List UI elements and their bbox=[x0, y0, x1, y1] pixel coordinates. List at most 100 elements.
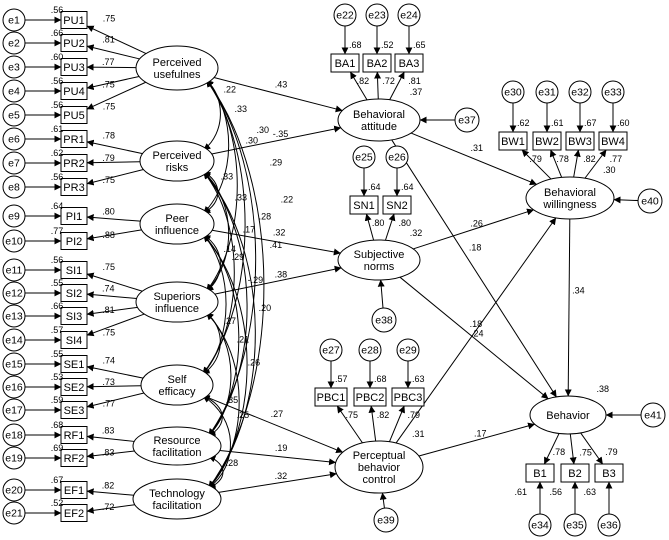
error-e18 bbox=[2, 423, 26, 447]
loading-label: .80 bbox=[372, 218, 385, 228]
loading-label: .74 bbox=[102, 284, 115, 294]
error-e12 bbox=[2, 281, 26, 305]
correlation-label: .30 bbox=[257, 125, 270, 135]
r-squared-label: .62 bbox=[517, 118, 530, 128]
error-e5 bbox=[2, 103, 26, 127]
latent-label: risks bbox=[166, 162, 189, 174]
disturbance-e40 bbox=[637, 188, 663, 214]
disturbance-label: e39 bbox=[377, 515, 395, 527]
loading-label: .72 bbox=[382, 76, 395, 86]
latent-label: Behavioral bbox=[544, 187, 596, 199]
correlation-label: .27 bbox=[224, 316, 237, 326]
r-squared-label: .56 bbox=[51, 255, 64, 265]
path-coefficient: .19 bbox=[275, 443, 288, 453]
loading-label: .75 bbox=[102, 80, 115, 90]
indicator-pbc2 bbox=[353, 387, 387, 407]
loading-label: .75 bbox=[103, 13, 116, 23]
indicator-label: EF1 bbox=[64, 485, 84, 497]
latent-label: Perceived bbox=[153, 150, 202, 162]
r-squared-label: .77 bbox=[51, 226, 64, 236]
indicator-label: SN2 bbox=[386, 200, 407, 212]
loading-label: .88 bbox=[102, 230, 115, 240]
indicator-si4 bbox=[60, 331, 88, 349]
indicator-label: SI4 bbox=[66, 335, 83, 347]
error-e2 bbox=[2, 31, 26, 55]
latent-label: influence bbox=[155, 303, 199, 315]
r-squared-label: .57 bbox=[51, 325, 64, 335]
error-label: e11 bbox=[6, 265, 23, 277]
indicator-label: PU2 bbox=[63, 38, 84, 50]
error-label: e5 bbox=[8, 110, 20, 122]
loading-arrow bbox=[86, 488, 134, 496]
loading-arrow bbox=[374, 71, 382, 100]
error-e20 bbox=[2, 478, 26, 502]
edges-layer bbox=[25, 16, 641, 517]
correlation-label: .26 bbox=[248, 358, 261, 368]
error-label: e33 bbox=[604, 87, 622, 99]
correlation-label: .29 bbox=[232, 252, 245, 262]
loading-label: .82 bbox=[583, 154, 596, 164]
loading-label: .81 bbox=[408, 76, 421, 86]
loading-label: .80 bbox=[102, 207, 115, 217]
indicator-sn1 bbox=[349, 195, 379, 215]
loading-label: .82 bbox=[377, 410, 390, 420]
loading-arrow bbox=[86, 25, 147, 55]
error-label: e25 bbox=[355, 152, 373, 164]
r-squared-label: .61 bbox=[51, 124, 64, 134]
loading-arrow bbox=[368, 405, 377, 442]
loading-arrow bbox=[86, 81, 146, 110]
loading-label: .75 bbox=[579, 447, 592, 457]
loading-arrow bbox=[349, 71, 368, 101]
latent-label: efficacy bbox=[158, 386, 196, 398]
latent-pr bbox=[139, 140, 215, 182]
latent-pbc bbox=[334, 440, 424, 494]
indicator-pu1 bbox=[60, 11, 88, 29]
path-coefficient: .26 bbox=[470, 218, 483, 228]
loading-label: .79 bbox=[102, 153, 115, 163]
path-sn-b bbox=[399, 276, 549, 400]
indicator-label: PR1 bbox=[63, 134, 84, 146]
r-squared-label: .56 bbox=[549, 487, 562, 497]
error-label: e27 bbox=[322, 345, 340, 357]
loading-label: .77 bbox=[102, 57, 115, 67]
correlation-arc bbox=[206, 312, 240, 489]
r-squared-label: .56 bbox=[51, 5, 64, 15]
r-squared-label: .66 bbox=[51, 301, 64, 311]
error-e26 bbox=[385, 145, 409, 169]
latent-label: Self bbox=[168, 374, 188, 386]
indicator-bw4 bbox=[598, 131, 628, 151]
path-pbc-b bbox=[418, 422, 536, 457]
error-e19 bbox=[2, 446, 26, 470]
error-label: e32 bbox=[571, 87, 589, 99]
indicator-label: BA1 bbox=[335, 58, 356, 70]
loading-label: .82 bbox=[357, 76, 370, 86]
latent-si bbox=[135, 281, 219, 323]
error-label: e22 bbox=[336, 10, 354, 22]
correlation-label: .22 bbox=[281, 194, 294, 204]
loading-label: .75 bbox=[103, 175, 116, 185]
r-squared-label: .55 bbox=[51, 349, 64, 359]
indicator-label: PI2 bbox=[66, 236, 83, 248]
indicator-label: SI2 bbox=[66, 288, 83, 300]
error-e16 bbox=[2, 375, 26, 399]
loading-arrow bbox=[364, 213, 375, 241]
indicator-label: BW3 bbox=[568, 136, 592, 148]
loading-arrow bbox=[86, 272, 143, 292]
loading-arrow bbox=[569, 433, 577, 465]
error-label: e6 bbox=[8, 134, 20, 146]
path-bw-b bbox=[564, 218, 572, 397]
error-e34 bbox=[528, 513, 552, 537]
loading-arrow bbox=[86, 392, 145, 409]
loading-arrow bbox=[86, 291, 137, 299]
latent-label: influence bbox=[155, 225, 199, 237]
latent-ba bbox=[337, 98, 421, 142]
r-squared-label: .32 bbox=[410, 228, 423, 238]
latent-label: Technology bbox=[149, 488, 205, 500]
loading-arrow bbox=[86, 433, 135, 442]
disturbance-label: e40 bbox=[641, 196, 659, 208]
r-squared-label: .68 bbox=[51, 420, 64, 430]
error-e25 bbox=[352, 145, 376, 169]
error-e22 bbox=[333, 3, 357, 27]
error-label: e36 bbox=[600, 520, 618, 532]
path-ba-b bbox=[391, 139, 557, 398]
